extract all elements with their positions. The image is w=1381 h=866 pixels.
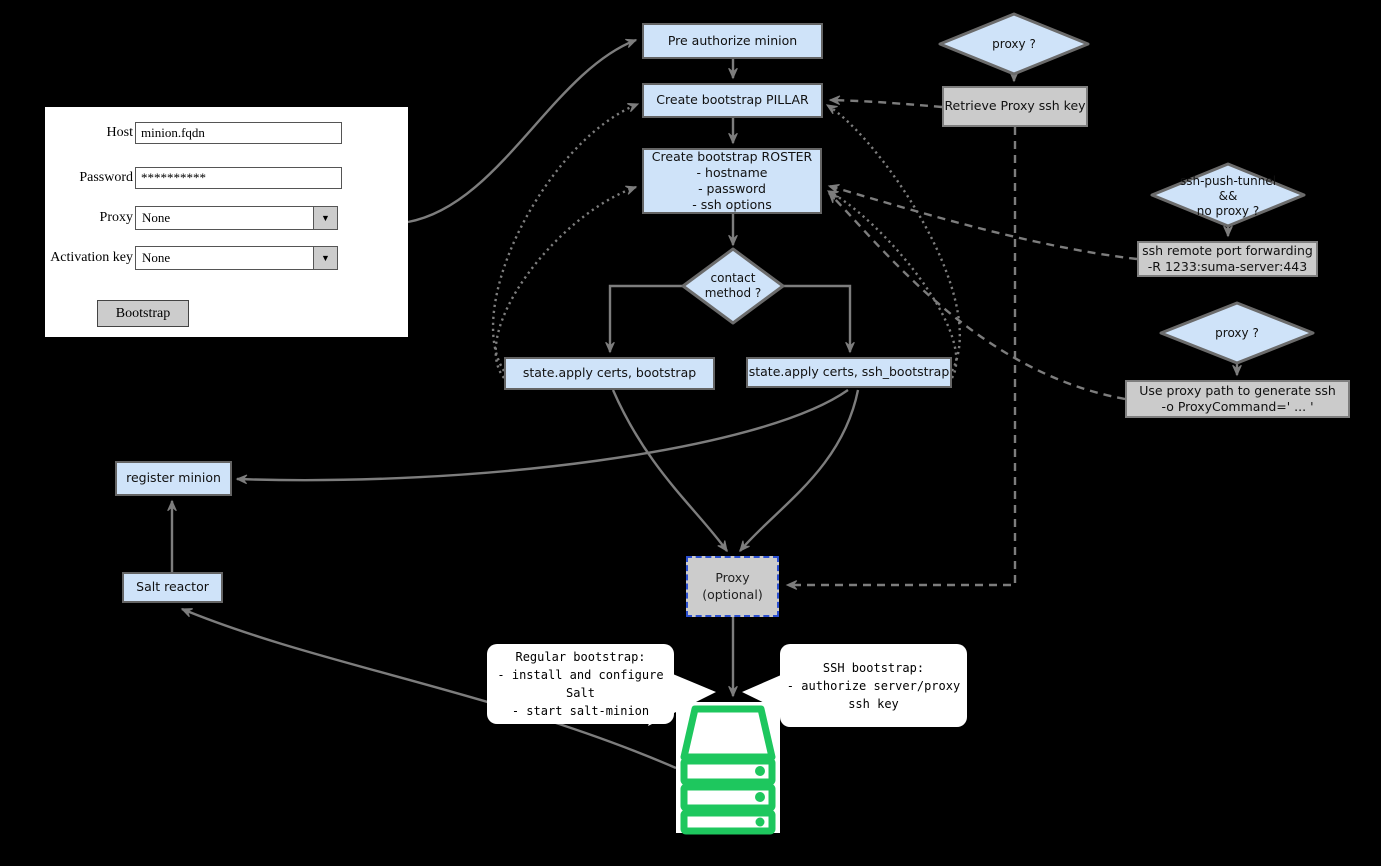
node-create-bootstrap-roster: Create bootstrap ROSTER - hostname - pas… [642,148,822,214]
activation-key-dropdown-button[interactable]: ▼ [313,247,337,269]
server-icon [676,702,780,835]
speech-bubble-ssh-bootstrap: SSH bootstrap: - authorize server/proxy … [780,644,967,727]
proxy-select-value: None [142,210,171,225]
ssh-push-tunnel-label: ssh-push-tunnel && no proxy ? [1179,173,1277,218]
edge-useproxy-to-roster-dashed [828,192,1126,401]
proxy-label: Proxy [99,210,133,225]
proxy-question-top-label: proxy ? [992,36,1036,51]
host-label: Host [106,125,133,140]
node-stateapply-ssh-bootstrap: state.apply certs, ssh_bootstrap [746,357,952,388]
chevron-down-icon: ▼ [321,213,330,223]
edge-server-to-reactor [180,607,677,770]
activation-key-select[interactable]: None ▼ [135,246,338,270]
contact-method-label: contact method ? [704,271,762,300]
activation-key-select-value: None [142,250,171,265]
password-label: Password [79,170,133,185]
edge-sshbootstrap-to-proxyopt [739,389,860,553]
proxy-question-diamond-top [938,12,1090,76]
node-salt-reactor: Salt reactor [122,572,223,603]
bootstrap-form-panel: Host Password Proxy None ▼ Activation ke… [45,107,408,337]
activation-key-label: Activation key [50,250,133,265]
node-ssh-remote-port-forwarding: ssh remote port forwarding -R 1233:suma-… [1137,241,1318,277]
host-input[interactable] [135,122,342,144]
edge-bootstrap-to-proxyopt [611,389,728,553]
edge-sshbootstrap-to-pillar-dotted [825,103,961,372]
proxy-select[interactable]: None ▼ [135,206,338,230]
edge-retrieve-to-proxyopt-dashed [785,127,1017,590]
node-retrieve-proxy-ssh-key: Retrieve Proxy ssh key [942,86,1088,127]
edge-sshfwd-to-roster-dashed [827,183,1138,261]
edge-contact-to-bootstrap [605,284,683,354]
edge-sshbootstrap-to-register [235,389,849,485]
node-register-minion: register minion [115,461,232,496]
edge-contact-to-sshbootstrap [783,284,855,354]
edge-bootstrap-to-roster-dotted [494,185,638,379]
node-use-proxy-path: Use proxy path to generate ssh -o ProxyC… [1125,380,1350,418]
edge-sshbootstrap-to-roster-dotted [826,189,958,379]
edge-bootstrap-to-pillar-dotted [491,102,640,372]
bootstrap-button[interactable]: Bootstrap [97,300,189,327]
node-create-bootstrap-pillar: Create bootstrap PILLAR [642,83,823,118]
proxy-dropdown-button[interactable]: ▼ [313,207,337,229]
chevron-down-icon: ▼ [321,253,330,263]
password-input[interactable] [135,167,342,189]
node-pre-authorize-minion: Pre authorize minion [642,23,823,59]
node-stateapply-bootstrap: state.apply certs, bootstrap [504,357,715,390]
speech-bubble-regular-bootstrap: Regular bootstrap: - install and configu… [487,644,674,724]
edge-retrieve-to-pillar-dashed [828,95,943,109]
contact-method-diamond [681,247,785,325]
proxy-question-bottom-label: proxy ? [1215,325,1259,340]
proxy-question-diamond-bottom [1159,301,1315,365]
edge-form-to-preauth [407,38,638,224]
ssh-push-tunnel-diamond [1150,162,1306,228]
node-proxy-optional: Proxy (optional) [686,556,779,617]
